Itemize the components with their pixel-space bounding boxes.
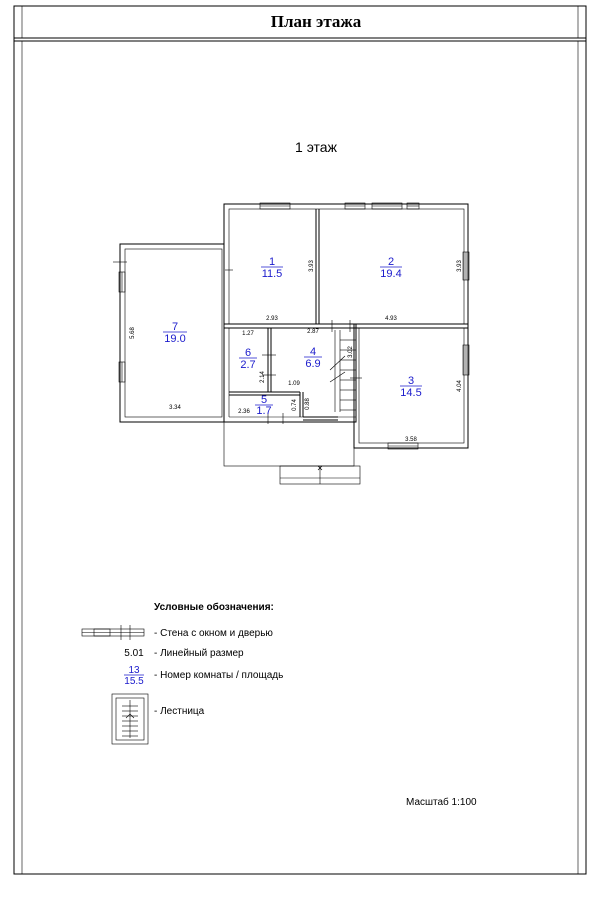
- dimension-labels: 3.93 2.93 3.93 4.93 4.04 3.58 2.87 3.02 …: [130, 260, 463, 443]
- legend-room-number-sample: 13: [128, 665, 140, 676]
- floor-plan: 1 11.5 2 19.4 3 14.5 4 6.9 5 1.7 6 2.7 7…: [113, 202, 470, 485]
- room-area: 14.5: [400, 387, 421, 399]
- room-area: 19.4: [380, 268, 401, 280]
- dimension-label: 3.93: [457, 260, 463, 272]
- sheet-frame: [13, 5, 587, 875]
- room-number: 4: [310, 346, 316, 358]
- room-area: 2.7: [240, 359, 255, 371]
- doors: [113, 255, 362, 471]
- dimension-label: 3.93: [309, 260, 315, 272]
- dimension-label: 4.04: [457, 380, 463, 392]
- dimension-label: 5.68: [130, 327, 136, 339]
- dimension-label: 3.34: [169, 405, 181, 411]
- dimension-label: 3.02: [348, 346, 354, 358]
- legend-dimension-label: - Линейный размер: [154, 648, 244, 659]
- dimension-label: 0.74: [292, 399, 298, 411]
- page-title: План этажа: [271, 12, 362, 31]
- dimension-label: 4.93: [385, 316, 397, 322]
- stairs-symbol-icon: [111, 693, 149, 745]
- dimension-label: 0.88: [305, 398, 311, 410]
- room-number: 6: [245, 347, 251, 359]
- room-area: 1.7: [256, 405, 271, 417]
- windows: [118, 202, 470, 450]
- wall-symbol-icon: [81, 625, 145, 640]
- dimension-label: 1.09: [288, 381, 300, 387]
- legend-wall-label: - Стена с окном и дверью: [154, 628, 273, 639]
- dimension-label: 2.36: [238, 409, 250, 415]
- legend-room-area-sample: 15.5: [124, 676, 144, 687]
- room-number: 2: [388, 256, 394, 268]
- room-number: 3: [408, 375, 414, 387]
- legend-stairs-label: - Лестница: [154, 706, 205, 717]
- room-labels: 1 11.5 2 19.4 3 14.5 4 6.9 5 1.7 6 2.7 7…: [163, 256, 422, 417]
- room-number: 5: [261, 394, 267, 406]
- legend-dimension-sample: 5.01: [124, 648, 144, 659]
- dimension-label: 2.14: [260, 371, 266, 383]
- legend-heading: Условные обозначения:: [154, 601, 274, 613]
- legend: Условные обозначения: - Стена с окном и …: [81, 601, 283, 745]
- room-area: 6.9: [305, 358, 320, 370]
- room-number: 7: [172, 321, 178, 333]
- legend-room-label: - Номер комнаты / площадь: [154, 670, 283, 681]
- room-area: 11.5: [262, 268, 283, 280]
- floor-label: 1 этаж: [295, 139, 338, 155]
- room-number: 1: [269, 256, 275, 268]
- dimension-label: 2.93: [266, 316, 278, 322]
- dimension-label: 2.87: [307, 329, 319, 335]
- scale-label: Масштаб 1:100: [406, 796, 477, 808]
- outer-walls: [119, 203, 469, 485]
- dimension-label: 1.27: [242, 331, 254, 337]
- room-area: 19.0: [164, 333, 185, 345]
- stairs: [329, 330, 356, 412]
- dimension-label: 3.58: [405, 437, 417, 443]
